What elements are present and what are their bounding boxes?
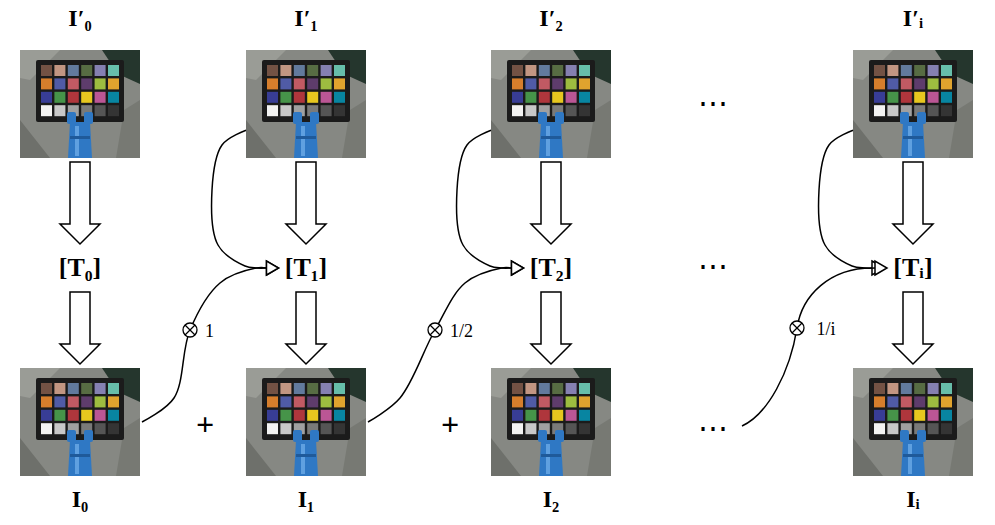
input-image-node: I′₂ (491, 4, 611, 158)
photo-input (853, 50, 973, 158)
output-image-node: I₂ (491, 368, 611, 514)
output-image-node: I₁ (246, 368, 366, 514)
ellipsis: ⋯ (698, 410, 728, 446)
block-arrow (60, 292, 100, 364)
arrow-head (875, 261, 887, 275)
weight-label: 1 (203, 321, 216, 343)
feedback-curve (818, 130, 875, 268)
ellipsis: ⋯ (698, 85, 728, 121)
image-label: I₀ (72, 485, 89, 514)
transform-label: [Tᵢ] (893, 252, 932, 283)
multiply-symbol (790, 321, 804, 335)
image-label: I′ᵢ (903, 4, 923, 33)
photo-input (20, 50, 140, 158)
input-image-node: I′ᵢ (853, 4, 973, 158)
arrow-head (512, 261, 524, 275)
photo-input (246, 50, 366, 158)
transform-node: [T₂] (524, 248, 579, 288)
block-arrow (286, 292, 326, 364)
image-label: I₁ (298, 485, 315, 514)
feedback-curve (142, 268, 267, 422)
transform-node: [T₁] (279, 248, 334, 288)
weighted-feedback-arrow (368, 261, 524, 422)
multiply-symbol (183, 323, 197, 337)
output-image-node: Iᵢ (853, 368, 973, 514)
arrow-head (512, 261, 524, 275)
block-arrow-shape (893, 162, 933, 244)
block-arrow (60, 162, 100, 244)
feedback-curve (456, 130, 511, 268)
transform-label: [T₀] (59, 252, 101, 283)
block-arrow (531, 162, 571, 244)
block-arrow (286, 162, 326, 244)
arrow-head (267, 261, 279, 275)
photo-input (491, 50, 611, 158)
transform-node: [Tᵢ] (887, 248, 939, 288)
output-image-node: I₀ (20, 368, 140, 514)
transform-node: [T₀] (53, 248, 108, 288)
block-arrow-shape (60, 162, 100, 244)
plus-sign: + (196, 405, 214, 443)
block-arrow-shape (60, 292, 100, 364)
weighted-feedback-arrow (211, 130, 278, 275)
image-label: I′₀ (68, 4, 91, 33)
ellipsis: ⋯ (698, 248, 728, 284)
feedback-curve (368, 268, 512, 422)
image-label: I′₂ (539, 4, 562, 33)
image-label: Iᵢ (906, 485, 920, 514)
weighted-feedback-arrow (456, 130, 523, 275)
block-arrow (893, 162, 933, 244)
input-image-node: I′₁ (246, 4, 366, 158)
block-arrow (893, 292, 933, 364)
multiply-symbol (428, 323, 442, 337)
weighted-feedback-arrow (142, 261, 279, 422)
plus-sign: + (441, 405, 459, 443)
image-label: I′₁ (294, 4, 317, 33)
input-image-node: I′₀ (20, 4, 140, 158)
image-label: I₂ (543, 485, 560, 514)
block-arrow (531, 292, 571, 364)
photo-output (491, 368, 611, 476)
photo-output (246, 368, 366, 476)
weight-label: 1/i (816, 319, 835, 341)
weight-label: 1/2 (448, 321, 475, 343)
weighted-feedback-arrow (818, 130, 887, 275)
block-arrow-shape (286, 162, 326, 244)
arrow-head (267, 261, 279, 275)
block-arrow-shape (531, 162, 571, 244)
block-arrow-shape (531, 292, 571, 364)
feedback-curve (742, 268, 872, 426)
feedback-curve (211, 130, 266, 268)
transform-label: [T₁] (285, 252, 327, 283)
transform-label: [T₂] (530, 252, 572, 283)
photo-output (20, 368, 140, 476)
photo-output (853, 368, 973, 476)
block-arrow-shape (286, 292, 326, 364)
block-arrow-shape (893, 292, 933, 364)
